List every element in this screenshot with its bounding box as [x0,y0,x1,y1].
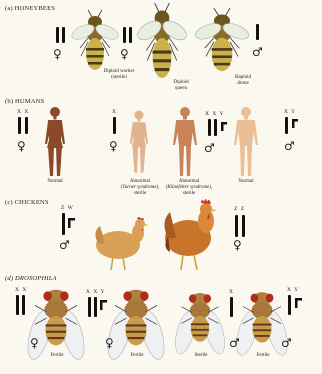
chicken-zw-chromosomes [62,213,75,235]
fly-xxy-female-symbol: ♀ [105,337,114,349]
fly-xy-label: X Y [287,287,299,293]
drosophila-section-title: (d) DROSOPHILA [5,275,57,282]
fly-xy-fertile-label: Fertile [250,353,276,359]
queen-bee-illustration [135,3,188,78]
human-x-female-symbol: ♀ [109,140,118,152]
klinefelter-label-line2: (Klinefelter syndrome), [164,185,214,191]
rooster-illustration [164,199,217,270]
fly-xx-chromosomes [16,295,25,315]
humans-section-title: (b) HUMANS [5,98,44,105]
human-klinefelter-figure [173,107,197,176]
fly-x-male-symbol: ♂ [229,337,240,349]
human-xxy-label: X X Y [205,111,224,117]
fly-x-chromosome [230,297,233,317]
bee-drone-chromosome [256,24,259,40]
chicken-zz-label: Z Z [234,206,245,212]
human-turner-label: Abnormal (Turner syndrome), sterile [118,179,162,196]
human-xy-chromosomes [285,117,298,134]
human-xxy-chromosomes [208,119,227,136]
fly-xy-male-symbol: ♂ [281,337,292,349]
human-x-chromosome [113,117,116,134]
fly-xxy-chromosomes [88,297,107,317]
fly-xx-label: X X [15,287,27,293]
bee-drone-male-symbol: ♂ [252,46,263,58]
fly-xy-chromosomes [288,295,302,315]
fly-x-sterile-label: Sterile [188,353,214,359]
bee-worker-female-symbol: ♀ [53,48,62,60]
drone-label: Haploid drone [230,75,256,87]
human-xx-chromosomes [18,117,28,134]
human-xxy-male-symbol: ♂ [204,142,215,154]
queen-label: Diploid queen [168,80,194,92]
chickens-section-title: (c) CHICKENS [5,199,49,206]
human-klinefelter-label: Abnormal (Klinefelter syndrome), sterile [164,179,214,196]
drone-bee-illustration [193,8,251,71]
bee-worker-chromosomes [56,27,65,43]
human-turner-figure [130,111,148,173]
human-xy-male-symbol: ♂ [284,140,295,152]
chicken-zz-chromosomes [235,215,245,237]
fly-xxy-fertile-label: Fertile [124,353,150,359]
human-normal-male-label: Normal [231,179,261,185]
chicken-male-symbol: ♀ [233,239,242,251]
worker-bee-illustration [70,10,121,70]
human-xx-label: X X [17,109,29,115]
fly-xx-female-symbol: ♀ [30,337,39,349]
worker-label: Diploid worker (sterile) [102,69,136,81]
human-xy-label: X Y [284,109,296,115]
human-xx-female-symbol: ♀ [17,140,26,152]
chicken-zw-label: Z W [61,205,74,211]
bee-queen-chromosomes [123,27,132,43]
fly-x-label: X [229,289,234,295]
chicken-female-symbol: ♂ [59,239,70,251]
turner-label-line3: sterile [118,191,162,197]
fly-xxy-fertile-female [104,290,169,362]
bee-queen-female-symbol: ♀ [120,48,129,60]
fly-x-sterile-male [172,293,229,356]
human-x-label: X [112,109,117,115]
human-normal-female-label: Normal [40,179,70,185]
fly-xxy-label: X X Y [86,289,105,295]
klinefelter-label-line3: sterile [164,191,214,197]
turner-label-line2: (Turner syndrome), [118,185,162,191]
hen-illustration [95,217,149,270]
human-normal-male-figure [234,107,258,176]
fly-xx-fertile-label: Fertile [44,353,70,359]
human-normal-female-figure [45,107,65,176]
fly-xx-fertile-female [24,290,89,362]
